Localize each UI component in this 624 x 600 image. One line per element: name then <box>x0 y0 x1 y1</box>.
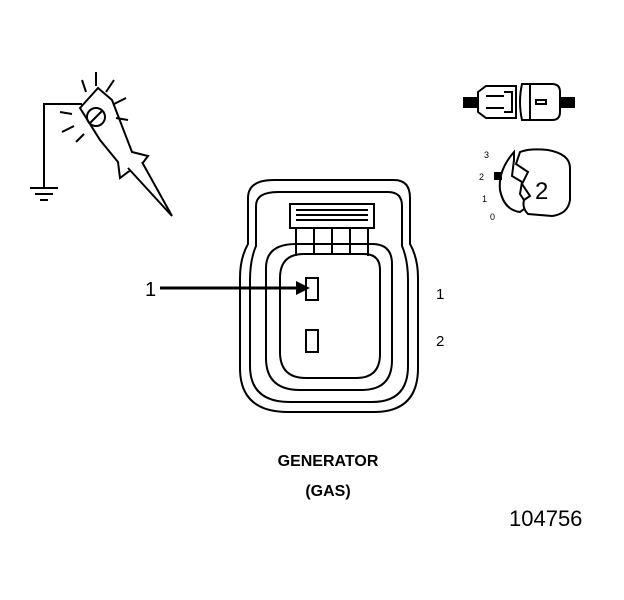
terminal-cavity-2 <box>305 329 319 353</box>
dial-scale-label-2: 2 <box>479 172 484 182</box>
figure-number: 104756 <box>509 506 583 531</box>
test-probe-icon <box>30 72 173 217</box>
caption-line-2: (GAS) <box>305 483 351 500</box>
dial-scale-label-3: 3 <box>484 150 489 160</box>
connector-housing <box>239 179 419 413</box>
caption-line-1: GENERATOR <box>277 453 379 470</box>
callout-label: 1 <box>145 279 156 301</box>
terminal-position-dial-icon <box>494 148 571 218</box>
dial-position-label: 2 <box>535 178 548 205</box>
ground-symbol-icon <box>30 187 58 201</box>
pin-label-1: 1 <box>436 286 444 303</box>
connector-side-view-icon <box>463 83 575 121</box>
dial-scale-label-1: 1 <box>482 194 487 204</box>
dial-scale-label-0: 0 <box>490 212 495 222</box>
pin-label-2: 2 <box>436 333 444 350</box>
callout-arrow <box>160 281 310 295</box>
